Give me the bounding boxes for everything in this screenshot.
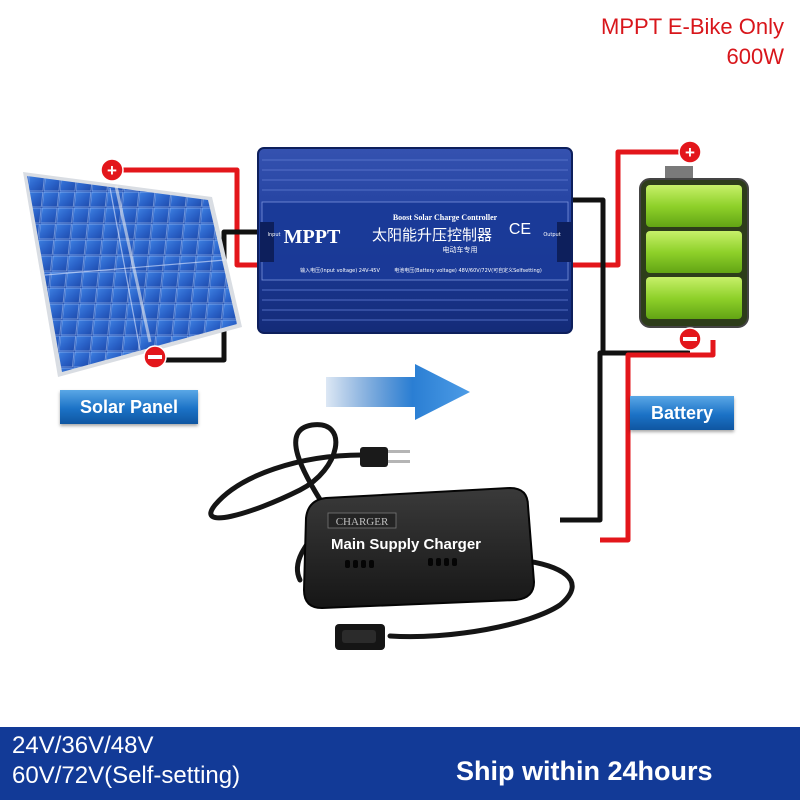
ac-connector	[335, 624, 385, 650]
main-supply-charger: CHARGER Main Supply Charger	[302, 486, 536, 610]
flow-arrow-icon	[326, 364, 470, 420]
minus-terminal-icon	[143, 345, 167, 369]
plus-terminal-icon: +	[100, 158, 124, 182]
controller-small-title: Boost Solar Charge Controller	[393, 213, 498, 222]
charger-badge: CHARGER	[336, 516, 389, 528]
controller-input-spec: 输入电压(Input voltage) 24V-45V	[300, 267, 380, 274]
svg-text:+: +	[107, 161, 117, 180]
product-title: MPPT E-Bike Only	[601, 14, 784, 39]
voltage-line-2: 60V/72V(Self-setting)	[12, 762, 241, 789]
battery	[639, 166, 749, 328]
solar-panel-label: Solar Panel	[60, 390, 198, 424]
shipping-note: Ship within 24hours	[456, 756, 713, 786]
svg-text:+: +	[685, 143, 695, 162]
charger-label: Main Supply Charger	[331, 536, 481, 553]
controller-input-port: Input	[268, 232, 281, 238]
controller-battery-spec: 电池电压(Battery voltage) 48V/60V/72V(可自定义Se…	[394, 267, 542, 274]
battery-label: Battery	[630, 396, 734, 430]
controller-chinese-title: 太阳能升压控制器	[372, 226, 492, 244]
product-wattage: 600W	[726, 44, 784, 69]
solar-panel	[23, 172, 242, 377]
minus-terminal-icon	[678, 327, 702, 351]
plug-icon	[360, 447, 410, 467]
footer-bar	[0, 727, 800, 800]
plus-terminal-icon: +	[678, 140, 702, 164]
mppt-controller: Boost Solar Charge Controller MPPT 太阳能升压…	[257, 147, 573, 334]
controller-output-port: Output	[543, 232, 560, 238]
battery-wires	[560, 149, 716, 543]
controller-mppt-title: MPPT	[284, 226, 341, 248]
ce-mark: CE	[509, 221, 531, 238]
controller-chinese-subtitle: 电动车专用	[443, 245, 478, 254]
voltage-line-1: 24V/36V/48V	[12, 732, 154, 759]
